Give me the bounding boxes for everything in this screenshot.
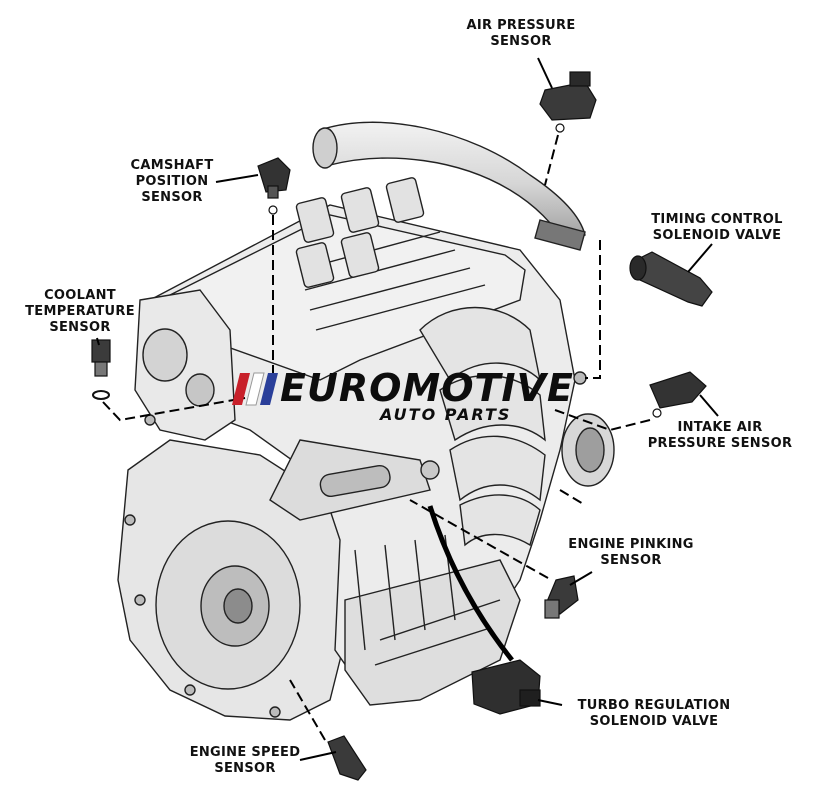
air-pressure-sensor-part xyxy=(539,71,597,133)
brand-name: EUROMOTIVE xyxy=(280,366,574,410)
euromotive-logo: EUROMOTIVE AUTO PARTS xyxy=(232,366,573,430)
camshaft-position-sensor-part xyxy=(257,157,291,215)
intake-air-pressure-sensor-part xyxy=(649,371,707,418)
coolant-temperature-sensor-label: COOLANT TEMPERATURE SENSOR xyxy=(25,288,135,335)
engine-illustration xyxy=(117,121,615,721)
turbo-regulation-solenoid-valve-label: TURBO REGULATION SOLENOID VALVE xyxy=(577,698,731,729)
engine-speed-sensor-part xyxy=(327,735,367,781)
engine-pinking-sensor-label: ENGINE PINKING SENSOR xyxy=(568,537,694,568)
coolant-temperature-sensor-part xyxy=(91,339,111,400)
brand-tagline: AUTO PARTS xyxy=(380,405,512,424)
brand-stripes xyxy=(232,372,278,406)
leader-lines xyxy=(96,57,719,761)
engine-pinking-sensor-part xyxy=(544,575,579,619)
timing-control-solenoid-valve-part xyxy=(629,251,713,307)
timing-control-solenoid-valve-label: TIMING CONTROL SOLENOID VALVE xyxy=(651,212,783,243)
turbo-regulation-solenoid-valve-part xyxy=(427,505,541,715)
dash-lines xyxy=(102,134,651,741)
intake-air-pressure-sensor-label: INTAKE AIR PRESSURE SENSOR xyxy=(647,420,793,451)
air-pressure-sensor-label: AIR PRESSURE SENSOR xyxy=(466,18,576,49)
engine-speed-sensor-label: ENGINE SPEED SENSOR xyxy=(189,745,301,776)
camshaft-position-sensor-label: CAMSHAFT POSITION SENSOR xyxy=(130,158,214,205)
